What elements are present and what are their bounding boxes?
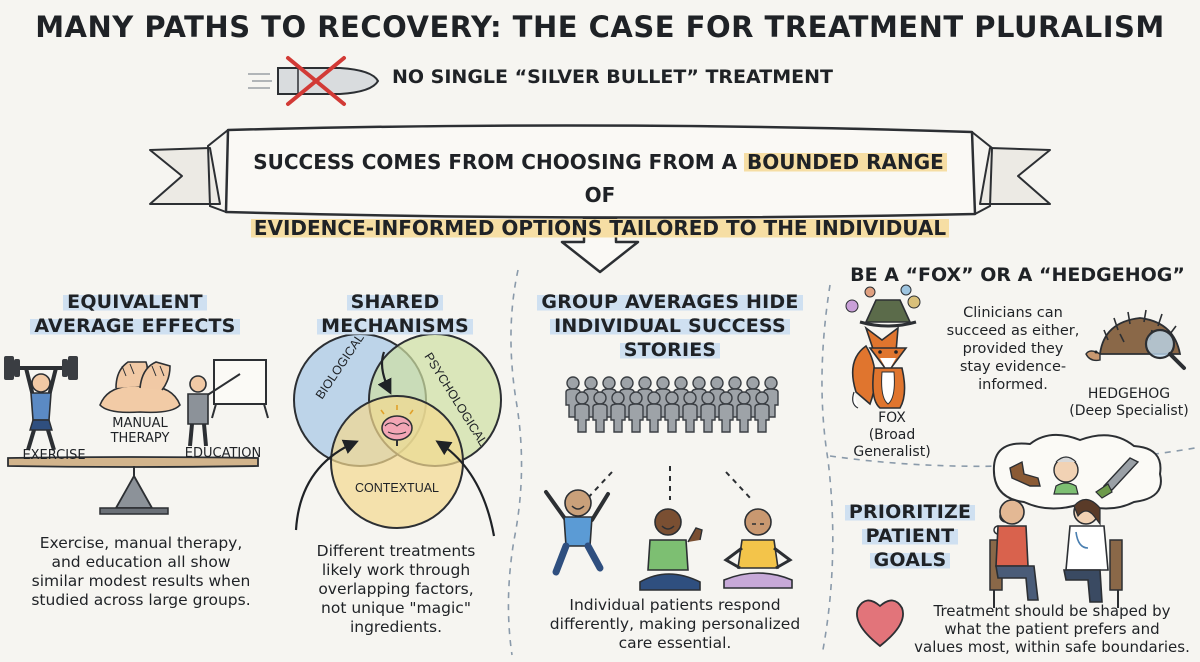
fox-hedgehog-line: stay evidence- — [959, 359, 1067, 375]
group-heading-line: STORIES — [619, 339, 721, 361]
equivalent-body-line: Exercise, manual therapy, — [39, 534, 243, 552]
label-manual-line1: MANUAL — [112, 416, 168, 431]
meditating-person-icon — [723, 508, 793, 589]
prioritize-heading-line: GOALS — [869, 549, 951, 571]
balance-scale-icon — [7, 456, 259, 515]
equivalent-heading-line2: AVERAGE EFFECTS — [30, 315, 240, 337]
heart-icon — [856, 599, 904, 648]
arrow — [377, 351, 392, 395]
banner-line1-before: SUCCESS COMES FROM CHOOSING FROM A — [253, 150, 745, 174]
education-icon — [187, 359, 269, 447]
fox-hedgehog-line: provided they — [962, 341, 1064, 357]
group-body-line: care essential. — [618, 634, 732, 652]
arrow — [294, 439, 359, 531]
hedgehog-caption: HEDGEHOG (Deep Specialist) — [1064, 386, 1194, 420]
label-manual-line2: THERAPY — [110, 431, 170, 446]
group-heading-line: GROUP AVERAGES HIDE — [537, 291, 803, 313]
banner-line1-after: OF — [584, 183, 616, 207]
jumping-person-icon — [544, 489, 610, 576]
divider-line — [821, 284, 834, 656]
dash-line — [585, 471, 613, 501]
shared-heading-line1: SHARED — [346, 291, 444, 313]
fox-caption: FOX (Broad Generalist) — [830, 410, 954, 461]
arrow — [435, 440, 496, 537]
shared-body-line: not unique "magic" — [321, 599, 471, 617]
label-manual-therapy: MANUAL THERAPY — [100, 416, 180, 446]
banner-highlight-bounded-range: BOUNDED RANGE — [744, 150, 947, 174]
fox-label: FOX — [878, 410, 906, 426]
fox-hedgehog-heading: BE A “FOX” OR A “HEDGEHOG” — [850, 264, 1185, 286]
equivalent-body-line: similar modest results when — [31, 572, 251, 590]
label-exercise: EXERCISE — [22, 448, 86, 463]
shared-body-line: ingredients. — [349, 618, 443, 636]
cross-icon — [286, 56, 346, 106]
group-body-line: Individual patients respond — [569, 596, 781, 614]
dash-line — [725, 471, 753, 501]
brain-icon — [380, 405, 414, 446]
crowd-icon — [565, 376, 779, 433]
hedgehog-sub: (Deep Specialist) — [1069, 403, 1189, 419]
shared-body-line: Different treatments — [316, 542, 476, 560]
prioritize-body-line: values most, within safe boundaries. — [914, 638, 1190, 656]
prioritize-heading-line: PRIORITIZE — [844, 501, 976, 523]
page-title: MANY PATHS TO RECOVERY: THE CASE FOR TRE… — [35, 10, 1165, 44]
fox-hedgehog-line: succeed as either, — [946, 323, 1080, 339]
shared-heading: SHARED MECHANISMS — [300, 290, 490, 338]
thumbs-up-person-icon — [639, 508, 703, 591]
fox-hedgehog-line: informed. — [978, 377, 1048, 393]
group-body-line: differently, making personalized — [549, 615, 801, 633]
equivalent-heading-line1: EQUIVALENT — [63, 291, 207, 313]
shared-body: Different treatments likely work through… — [290, 542, 502, 637]
group-heading: GROUP AVERAGES HIDE INDIVIDUAL SUCCESS S… — [530, 290, 810, 362]
prioritize-body: Treatment should be shaped by what the p… — [908, 602, 1196, 656]
thought-bubble-icon — [992, 433, 1162, 535]
equivalent-body: Exercise, manual therapy, and education … — [10, 534, 272, 610]
patient-icon — [989, 499, 1039, 608]
bullet-icon — [248, 67, 380, 95]
fox-hedgehog-text: Clinicians can succeed as either, provid… — [938, 304, 1088, 394]
shared-heading-line2: MECHANISMS — [317, 315, 473, 337]
prioritize-body-line: what the patient prefers and — [944, 620, 1160, 638]
fox-sub: (Broad Generalist) — [853, 427, 931, 460]
equivalent-heading: EQUIVALENT AVERAGE EFFECTS — [20, 290, 250, 338]
group-body: Individual patients respond differently,… — [540, 596, 810, 653]
divider-line — [507, 269, 523, 656]
group-heading-line: INDIVIDUAL SUCCESS — [550, 315, 790, 337]
equivalent-body-line: studied across large groups. — [31, 591, 251, 609]
hedgehog-icon — [1085, 309, 1186, 370]
prioritize-heading-line: PATIENT — [861, 525, 959, 547]
fox-hedgehog-line: Clinicians can — [963, 305, 1063, 321]
exercise-person-icon — [4, 356, 78, 451]
prioritize-heading: PRIORITIZE PATIENT GOALS — [840, 500, 980, 572]
prioritize-body-line: Treatment should be shaped by — [933, 602, 1171, 620]
fox-icon — [845, 284, 921, 409]
manual-therapy-icon — [99, 361, 181, 414]
shared-body-line: likely work through — [321, 561, 471, 579]
hedgehog-label: HEDGEHOG — [1087, 386, 1171, 402]
banner-highlight-options: EVIDENCE-INFORMED OPTIONS TAILORED TO TH… — [250, 216, 950, 240]
equivalent-body-line: and education all show — [51, 553, 231, 571]
shared-body-line: overlapping factors, — [318, 580, 474, 598]
label-education: EDUCATION — [184, 446, 262, 461]
subtitle: NO SINGLE “SILVER BULLET” TREATMENT — [392, 66, 833, 88]
banner-text: SUCCESS COMES FROM CHOOSING FROM A BOUND… — [240, 146, 960, 245]
doctor-icon — [1063, 498, 1123, 608]
venn-label-contextual: CONTEXTUAL — [355, 481, 439, 495]
